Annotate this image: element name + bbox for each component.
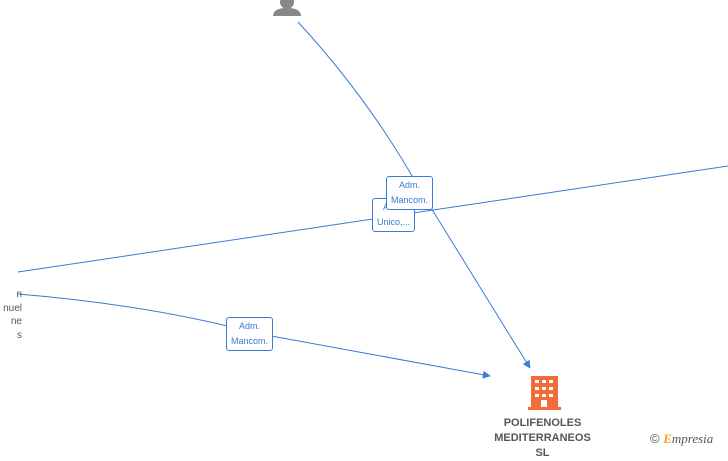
edge-label-line2: Unico,... <box>377 217 411 227</box>
brand-logo: Empresia <box>663 431 714 446</box>
network-diagram <box>17 0 728 410</box>
person-name-left[interactable]: n nuel ne s <box>0 288 22 342</box>
person-name-fragment: s <box>17 329 22 341</box>
edge-label-adm-mancom-top[interactable]: Adm. Mancom. <box>386 176 434 210</box>
company-name-line1: POLIFENOLES <box>503 417 582 429</box>
person-name-fragment: nuel <box>3 302 22 314</box>
person-icon[interactable] <box>273 0 301 16</box>
building-icon[interactable] <box>528 376 561 410</box>
edge-label-adm-mancom-bottom[interactable]: Adm. Mancom. <box>226 317 274 351</box>
edge-label-line1: Adm. <box>239 321 261 331</box>
empresia-watermark: © Empresia <box>650 431 713 447</box>
edge-label-line1: Adm. <box>399 180 421 190</box>
person-name-fragment: n <box>16 289 22 300</box>
edge-label-line2: Mancom. <box>231 336 269 346</box>
copyright-symbol: © <box>650 431 660 446</box>
company-name-line2: MEDITERRANEOS <box>494 432 591 444</box>
person-name-fragment: ne <box>10 316 22 327</box>
company-name[interactable]: POLIFENOLES MEDITERRANEOS SL <box>470 416 615 461</box>
edge-label-line2: Mancom. <box>391 195 429 205</box>
company-name-line3: SL <box>535 447 550 459</box>
